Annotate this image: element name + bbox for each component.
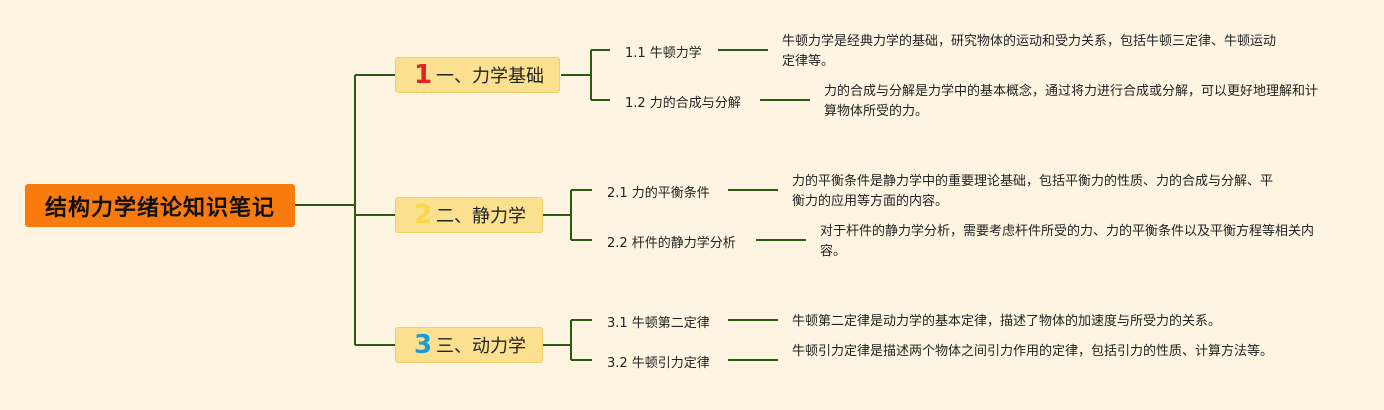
subtopic-2-2-description: 对于杆件的静力学分析，需要考虑杆件所受的力、力的平衡条件以及平衡方程等相关内容。 xyxy=(820,224,1315,259)
root-topic[interactable]: 结构力学绪论知识笔记 xyxy=(25,184,295,227)
subtopic-1-2[interactable]: 1.2 力的合成与分解 xyxy=(625,96,741,111)
subtopic-2-1[interactable]: 2.1 力的平衡条件 xyxy=(607,186,710,201)
subtopic-1-2-description: 力的合成与分解是力学中的基本概念，通过将力进行合成或分解，可以更好地理解和计算物… xyxy=(824,84,1319,119)
number-1-icon: 1 xyxy=(414,60,433,90)
branch-label: 三、动力学 xyxy=(436,336,526,357)
branch-node-2[interactable]: 2 二、静力学 xyxy=(395,197,543,233)
subtopic-1-1[interactable]: 1.1 牛顿力学 xyxy=(625,46,702,61)
branch-node-1[interactable]: 1 一、力学基础 xyxy=(395,57,560,93)
number-2-icon: 2 xyxy=(414,200,433,230)
subtopic-2-1-description: 力的平衡条件是静力学中的重要理论基础，包括平衡力的性质、力的合成与分解、平衡力的… xyxy=(792,174,1274,209)
branch-label: 二、静力学 xyxy=(436,206,526,227)
subtopic-2-2[interactable]: 2.2 杆件的静力学分析 xyxy=(607,236,736,251)
subtopic-3-2[interactable]: 3.2 牛顿引力定律 xyxy=(607,356,710,371)
subtopic-3-1[interactable]: 3.1 牛顿第二定律 xyxy=(607,316,710,331)
subtopic-3-2-description: 牛顿引力定律是描述两个物体之间引力作用的定律，包括引力的性质、计算方法等。 xyxy=(792,344,1274,359)
branch-label: 一、力学基础 xyxy=(436,66,544,87)
number-3-icon: 3 xyxy=(414,330,433,360)
subtopic-1-1-description: 牛顿力学是经典力学的基础，研究物体的运动和受力关系，包括牛顿三定律、牛顿运动定律… xyxy=(782,34,1277,69)
subtopic-3-1-description: 牛顿第二定律是动力学的基本定律，描述了物体的加速度与所受力的关系。 xyxy=(792,314,1222,329)
branch-node-3[interactable]: 3 三、动力学 xyxy=(395,327,543,363)
